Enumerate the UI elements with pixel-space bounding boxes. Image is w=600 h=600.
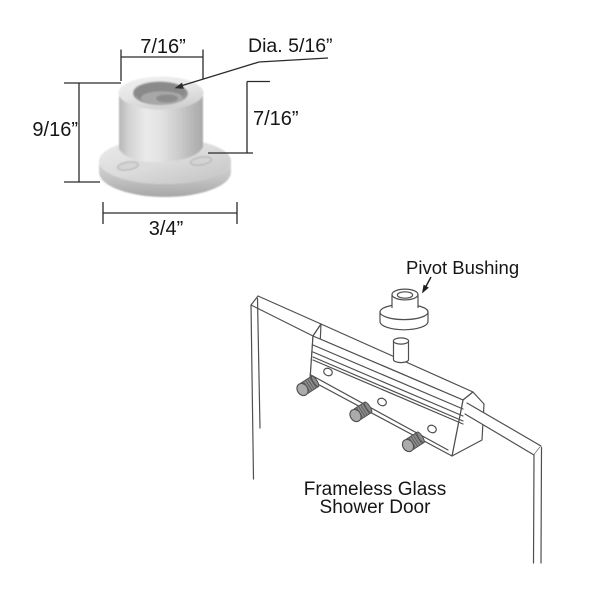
bushing-photo (99, 76, 231, 197)
glass-right-strip-fill (465, 403, 541, 455)
dim-top-width: 7/16” (120, 36, 204, 81)
mounting-hole-2 (377, 397, 387, 407)
dim-overall-height-label: 9/16” (32, 119, 78, 141)
bracket-profile-grooves (312, 344, 464, 425)
pivot-bushing-callout-label: Pivot Bushing (406, 257, 519, 278)
bushing-bore (396, 291, 414, 299)
glass-left-inner-edge (256, 297, 261, 429)
pivot-pin-body (392, 340, 410, 364)
dim-base-width-label: 3/4” (149, 218, 183, 240)
thumbscrew-1 (296, 375, 320, 397)
dim-base-width-lines (102, 202, 238, 224)
bracket-bottom-chamfer (310, 374, 449, 451)
mounting-hole-1 (323, 367, 333, 377)
glass-top-left-corner (250, 295, 259, 480)
caption-frameless-glass: Frameless Glass (304, 479, 447, 500)
glass-top-edge-back (257, 295, 322, 325)
dim-barrel-height-lines (208, 80, 270, 154)
dim-hole-diameter: Dia. 5/16” (174, 35, 333, 89)
glass-door-right-portion (464, 402, 543, 564)
callout-arrow (422, 276, 432, 294)
dim-top-width-lines (120, 49, 204, 81)
installation-drawing (250, 288, 543, 564)
pivot-bushing-drawing (379, 288, 429, 331)
glass-right-edge (532, 446, 543, 564)
dim-hole-diameter-label: Dia. 5/16” (248, 35, 333, 57)
glass-top-edge-front (250, 304, 314, 337)
bushing-photo-barrel (119, 91, 203, 163)
bushing-photo-flange-side (99, 161, 231, 197)
dim-overall-height-lines (64, 82, 121, 183)
glass-right-edge-fill (533, 446, 542, 563)
bushing-barrel-sides (391, 293, 419, 309)
thumbscrew-2 (349, 401, 373, 423)
glass-door-drawing (250, 295, 322, 480)
dim-barrel-height-label: 7/16” (253, 108, 299, 130)
caption-shower-door: Shower Door (320, 497, 432, 518)
pivot-pin (392, 337, 410, 364)
dim-top-width-label: 7/16” (140, 36, 186, 58)
dim-overall-height: 9/16” (32, 82, 121, 183)
bracket-front-face (309, 335, 464, 457)
callout-arrowhead-icon (422, 284, 429, 294)
leader-arrowhead-icon (174, 82, 184, 89)
hole-diameter-leader (178, 57, 329, 88)
dim-barrel-height: 7/16” (208, 80, 299, 154)
thumbscrew-3 (401, 431, 425, 453)
pivot-pin-top (392, 337, 410, 345)
dimension-annotations: 7/16” Dia. 5/16” 9/16” 7/16” 3/4” (32, 35, 332, 240)
flange-dimple-right (189, 156, 213, 166)
flange-dimple-left (116, 161, 140, 171)
hole-dark-spot (156, 94, 178, 103)
mounting-hole-3 (427, 424, 437, 434)
dim-base-width: 3/4” (102, 202, 238, 240)
